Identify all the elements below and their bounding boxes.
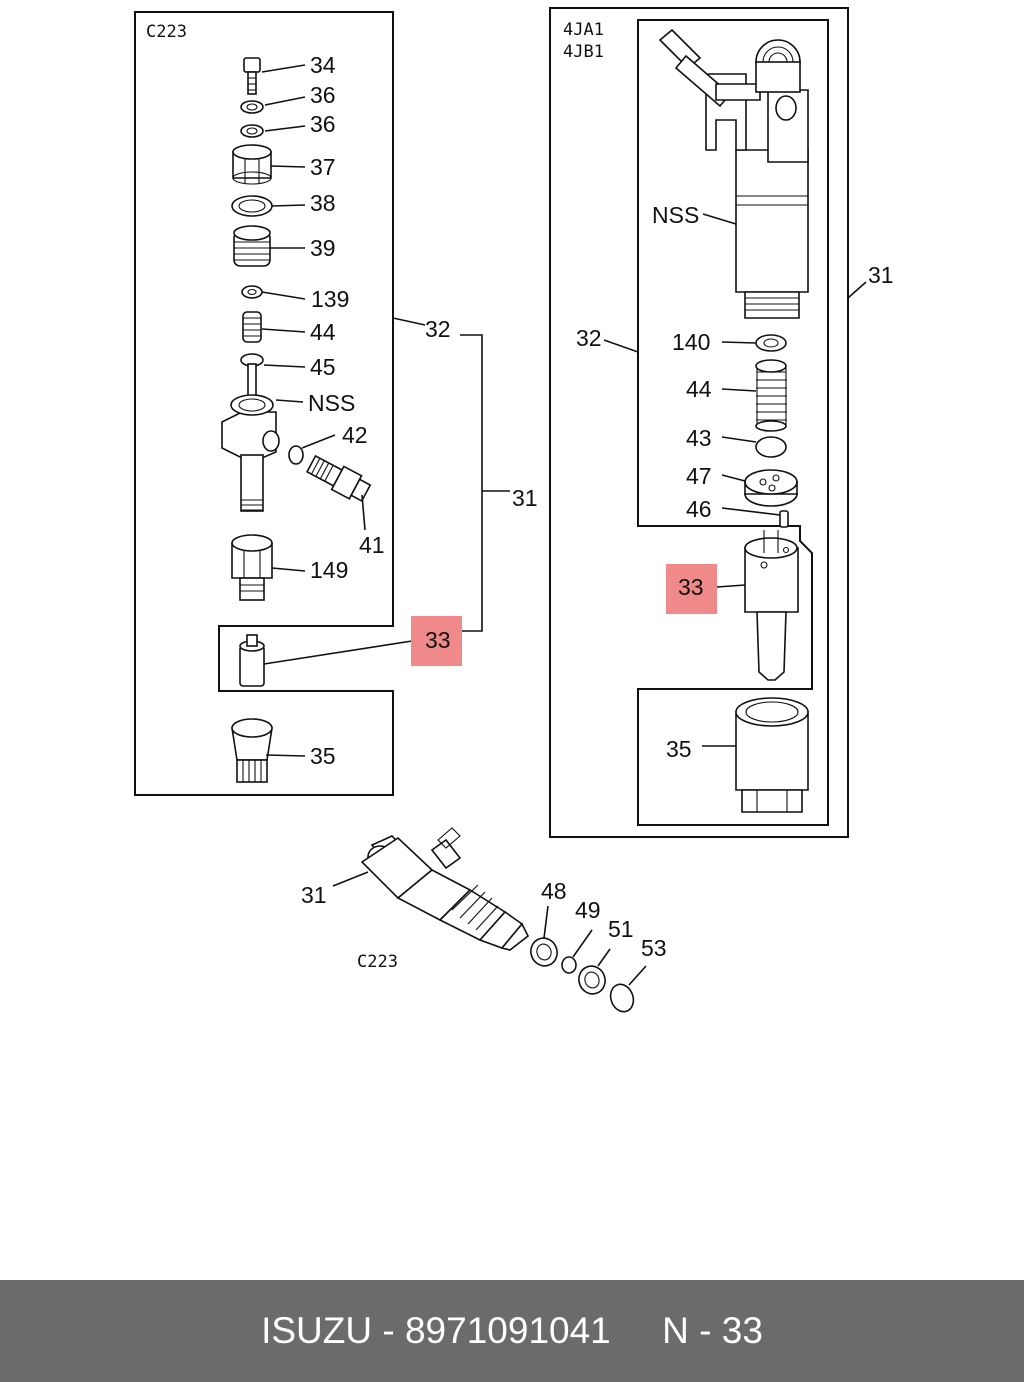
right-model-code: 4JA1 [563,20,604,40]
highlight-box [666,564,717,614]
callout-label: NSS [652,202,699,228]
footer-part-number: ISUZU - 8971091041 N - 33 [261,1310,763,1351]
bottom-model-code: C223 [357,952,398,972]
callout-label: 53 [641,935,667,961]
callout-label-highlighted: 33 [678,574,704,600]
callout-label: 51 [608,916,634,942]
callout-label: 32 [425,316,451,342]
callout-label: 47 [686,463,712,489]
callout-label: 39 [310,235,336,261]
spring-part-44 [242,311,262,343]
callout-label: 32 [576,325,602,351]
footer-bar: ISUZU - 8971091041 N - 33 [0,1280,1024,1382]
callout-label: NSS [308,390,355,416]
callout-label: 31 [868,262,894,288]
parts-diagram: C223 [134,7,894,1013]
callout-label: 42 [342,422,368,448]
callout-label-highlighted: 33 [425,627,451,653]
nut-part-149 [231,534,273,601]
callout-label: 38 [310,190,336,216]
callout-label: 149 [310,557,348,583]
pin-part-45 [240,353,264,397]
callout-label: 45 [310,354,336,380]
callout-label: 139 [311,286,349,312]
injector-assembly-31 [360,827,530,951]
callout-label: 36 [310,111,336,137]
spacer-part-47 [744,469,798,507]
callout-label: 41 [359,532,385,558]
right-model-code: 4JB1 [563,42,604,62]
bottom-assembly: 31 48 49 51 53 C223 [301,827,667,1013]
callout-label: 36 [310,82,336,108]
callout-label: 49 [575,897,601,923]
right-panel: 4JA1 4JB1 [549,7,894,838]
o-ring-part-53 [609,983,635,1013]
callout-label: 44 [686,376,712,402]
callout-label: 31 [512,485,538,511]
callout-label: 37 [310,154,336,180]
callout-label: 35 [310,743,336,769]
nozzle-part-33-right [744,530,799,681]
bolt-part-34 [243,57,261,95]
retaining-nut-part-35-right [735,697,809,813]
washer-part-48 [530,937,558,967]
seal-part-51 [578,965,606,995]
threaded-part-39 [233,225,271,267]
callout-label: 44 [310,319,336,345]
connector-part-41 [305,454,372,502]
callout-label: 140 [672,329,710,355]
washer-part-49 [561,956,577,974]
callout-label: 35 [666,736,692,762]
callout-label: 43 [686,425,712,451]
spring-part-44-right [755,359,787,432]
left-panel: C223 [134,11,538,796]
nozzle-part-33-left [239,634,265,687]
holder-body-nss [221,394,280,512]
highlight-box [411,616,462,666]
nut-part-37 [232,144,272,185]
callout-label: 34 [310,52,336,78]
injector-holder-nss [658,28,809,319]
callout-label: 46 [686,496,712,522]
left-model-code: C223 [146,22,187,42]
callout-label: 48 [541,878,567,904]
callout-label: 31 [301,882,327,908]
cap-nut-part-35-left [231,718,273,783]
